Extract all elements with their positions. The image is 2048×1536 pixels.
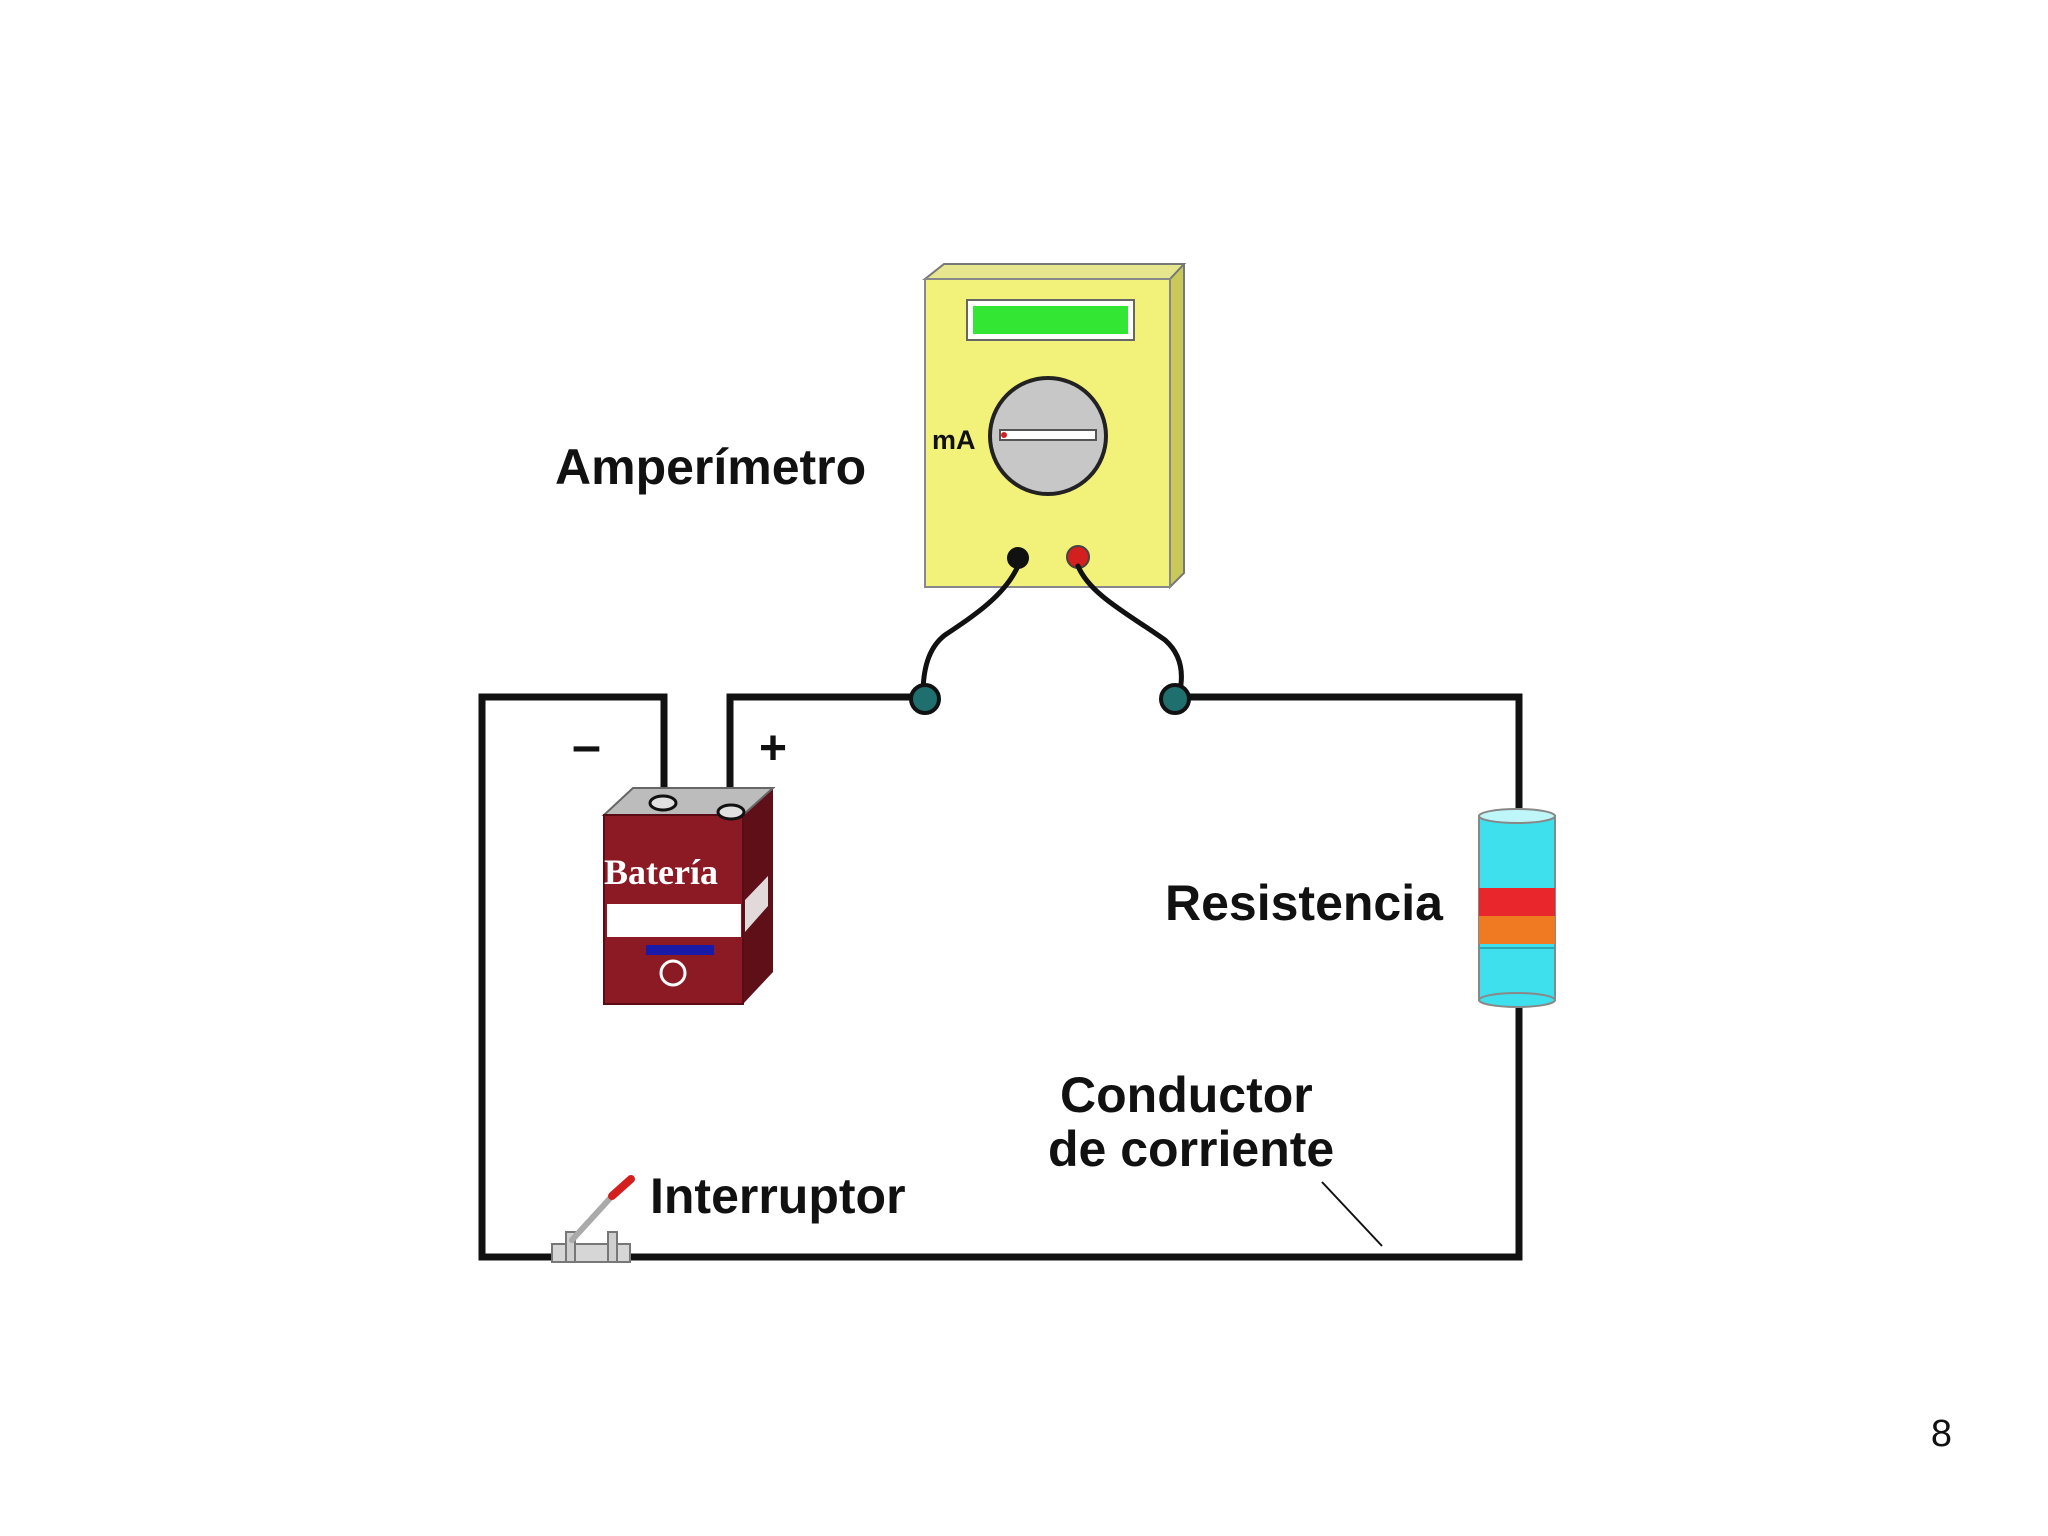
ammeter: mA (922, 263, 1187, 590)
conductor-pointer-line (1321, 1181, 1383, 1247)
ammeter-label: Amperímetro (555, 439, 866, 495)
battery-label: Batería (604, 852, 718, 892)
left-wire-connector (909, 683, 941, 715)
battery-positive-terminal (716, 803, 746, 821)
dial-pointer (999, 429, 1097, 441)
right-wire-connector (1159, 683, 1191, 715)
resistor (1478, 808, 1556, 1008)
conductor-label-line1: Conductor (1060, 1067, 1313, 1123)
probe-leads (920, 563, 1184, 698)
page-number: 8 (1930, 1413, 1952, 1455)
switch-lever-handle (608, 1175, 635, 1200)
minus-sign: – (572, 717, 601, 775)
ammeter-black-terminal (1007, 547, 1029, 569)
resistor-band-orange (1479, 916, 1555, 944)
circuit-wire (478, 693, 1523, 1261)
battery-negative-terminal (648, 794, 678, 812)
switch (551, 1175, 635, 1263)
resistor-label: Resistencia (1165, 875, 1444, 931)
switch-label: Interruptor (650, 1168, 906, 1224)
ammeter-unit-label: mA (932, 425, 976, 455)
plus-sign: + (759, 722, 787, 775)
battery: Batería (601, 787, 776, 1005)
resistor-band-red (1479, 888, 1555, 916)
conductor-label-line2: de corriente (1048, 1121, 1334, 1177)
